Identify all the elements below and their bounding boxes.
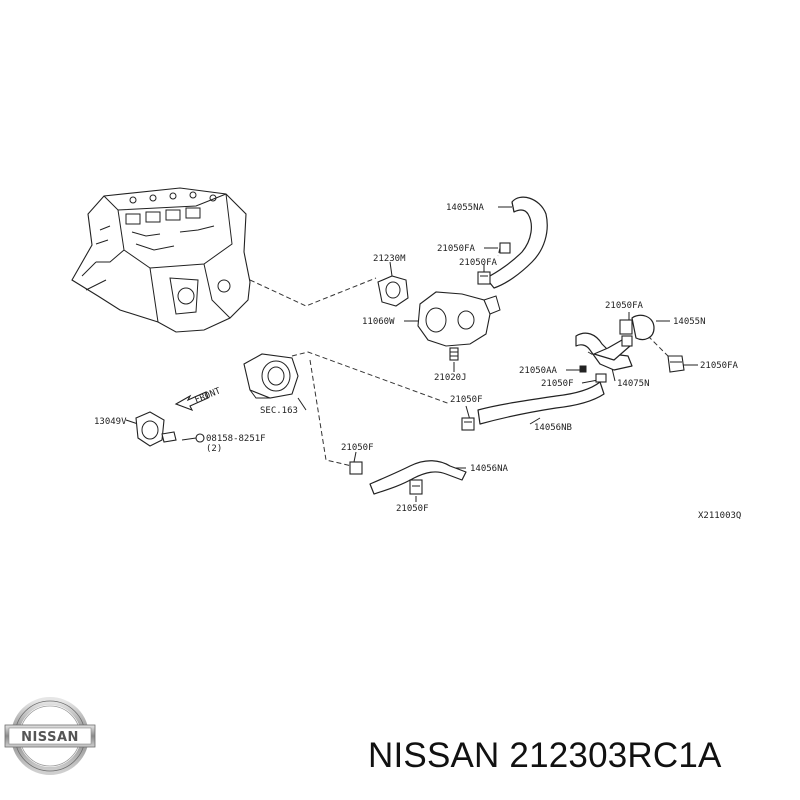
throttle-body-sec163 bbox=[243, 353, 299, 399]
label-14055n: 14055N bbox=[673, 317, 706, 327]
part-labels: 14055NA 21050FA 21230M 21050FA 11060W 21… bbox=[94, 203, 741, 521]
thermostat-21230m bbox=[377, 275, 409, 307]
label-21050f-a: 21050F bbox=[541, 379, 574, 389]
label-08158: 08158-8251F bbox=[206, 434, 266, 444]
label-21020j: 21020J bbox=[434, 373, 467, 383]
label-14056na: 14056NA bbox=[470, 464, 509, 474]
water-outlet-11060w bbox=[417, 291, 501, 361]
hose-14056na bbox=[369, 460, 467, 495]
diagram-code: X211003Q bbox=[698, 511, 741, 521]
label-21050fa-b: 21050FA bbox=[459, 258, 498, 268]
bolt-08158 bbox=[161, 431, 205, 443]
label-21230m: 21230M bbox=[373, 254, 406, 264]
label-21050fa-d: 21050FA bbox=[700, 361, 739, 371]
label-21050f-d: 21050F bbox=[396, 504, 429, 514]
clamp-21050f-lower bbox=[349, 461, 423, 495]
label-21050aa: 21050AA bbox=[519, 366, 558, 376]
label-14055na: 14055NA bbox=[446, 203, 485, 213]
hose-14056nb bbox=[477, 381, 605, 425]
part-number-title: NISSAN 212303RC1A bbox=[368, 736, 722, 775]
hose-14055na bbox=[485, 196, 548, 289]
clamp-21050f-mid bbox=[461, 417, 475, 431]
label-qty-2: (2) bbox=[206, 444, 222, 454]
label-21050f-b: 21050F bbox=[450, 395, 483, 405]
label-21050f-c: 21050F bbox=[341, 443, 374, 453]
label-front: FRONT bbox=[193, 386, 222, 406]
hose-14055n bbox=[619, 314, 655, 347]
clamp-21050fa-right bbox=[667, 355, 685, 373]
label-sec163: SEC.163 bbox=[260, 406, 298, 416]
nissan-logo-text: NISSAN bbox=[21, 730, 79, 745]
clamp-21050fa-upper bbox=[477, 242, 511, 285]
label-21050fa-a: 21050FA bbox=[437, 244, 476, 254]
front-direction-arrow bbox=[174, 391, 209, 412]
part-13049v bbox=[135, 411, 165, 447]
engine-block bbox=[71, 187, 251, 333]
bolt-21050aa bbox=[579, 365, 587, 373]
label-13049v: 13049V bbox=[94, 417, 127, 427]
water-pipe-14075n bbox=[575, 332, 633, 383]
label-21050fa-c: 21050FA bbox=[605, 301, 644, 311]
label-11060w: 11060W bbox=[362, 317, 395, 327]
label-14056nb: 14056NB bbox=[534, 423, 572, 433]
nissan-logo: NISSAN bbox=[4, 697, 96, 775]
label-14075n: 14075N bbox=[617, 379, 650, 389]
